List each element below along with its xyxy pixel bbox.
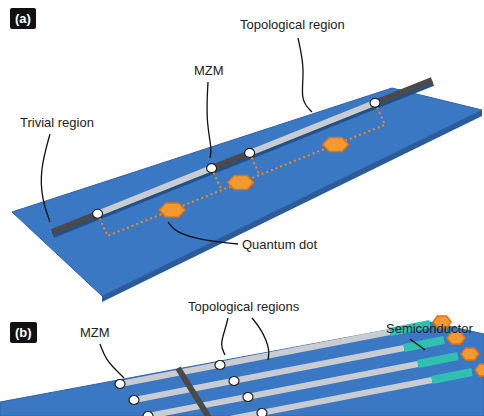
- quantum-dot: [461, 348, 479, 360]
- leader-line: [41, 134, 50, 222]
- semiconductor-strip: [418, 356, 458, 364]
- callout-label: Topological regions: [188, 300, 299, 315]
- panel-tag: (a): [10, 8, 36, 29]
- wire-shadow: [251, 106, 376, 156]
- mzm-dot: [257, 409, 267, 416]
- callout-label: MZM: [80, 326, 110, 341]
- trivial-segment: [178, 368, 218, 416]
- leader-line: [252, 318, 269, 360]
- trivial-segment: [52, 214, 98, 232]
- quantum-dot: [228, 176, 254, 190]
- trivial-segment: [212, 153, 250, 168]
- semiconductor-strip: [432, 372, 472, 380]
- substrate-slab: [12, 88, 482, 296]
- leader-line: [168, 222, 238, 244]
- mzm-dot: [207, 164, 217, 173]
- mzm-dot: [229, 377, 239, 386]
- leader-line: [298, 38, 312, 112]
- semiconductor-strip: [404, 340, 444, 348]
- coupling-line: [98, 103, 385, 236]
- mzm-dot: [93, 209, 103, 218]
- mzm-dot: [370, 98, 380, 107]
- trivial-segment: [375, 80, 432, 103]
- topological-segment: [250, 103, 375, 153]
- mzm-dot: [243, 393, 253, 402]
- callout-label: MZM: [194, 64, 224, 79]
- mzm-dot: [129, 396, 139, 405]
- quantum-dot: [475, 364, 484, 376]
- leader-line: [100, 344, 124, 378]
- callout-label: Semiconductor: [386, 322, 473, 337]
- callout-label: Trivial region: [20, 116, 94, 131]
- mzm-dot: [115, 380, 125, 389]
- callout-label: Topological region: [240, 18, 345, 33]
- wire-shadow: [99, 171, 213, 217]
- panel-tag: (b): [10, 322, 37, 343]
- leader-line: [410, 339, 425, 350]
- topological-segment: [98, 168, 212, 214]
- leader-line: [207, 82, 211, 158]
- quantum-dot: [323, 138, 349, 152]
- leader-line: [222, 318, 228, 355]
- panel-letter: (a): [15, 11, 31, 26]
- substrate-slab: [0, 322, 484, 416]
- panel-letter: (b): [15, 325, 32, 340]
- mzm-dot: [215, 361, 225, 370]
- callout-label: Quantum dot: [242, 238, 317, 253]
- quantum-dot: [159, 203, 185, 217]
- wire-shadow: [376, 83, 433, 106]
- mzm-dot: [143, 412, 153, 416]
- mzm-dot: [245, 148, 255, 157]
